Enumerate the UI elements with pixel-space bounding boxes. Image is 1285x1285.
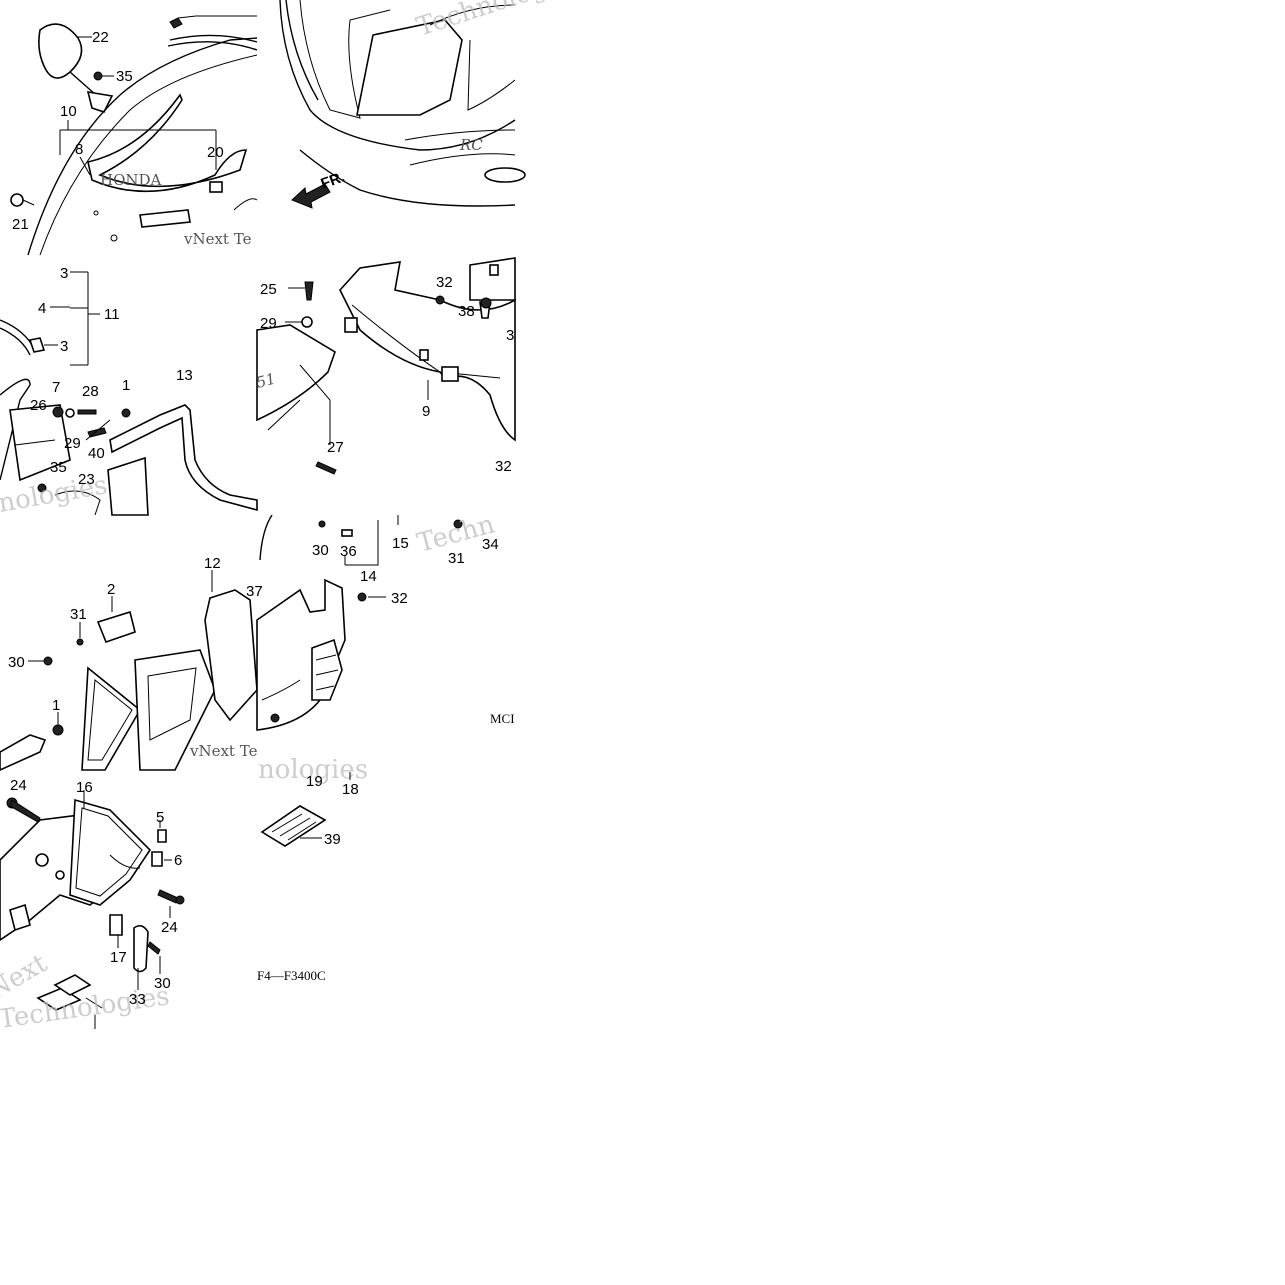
callout-20: 20	[207, 144, 224, 161]
panel-windscreen: HONDA 22 35 10 8 20 21 vNext Te	[10, 15, 258, 256]
fairing-stay	[109, 404, 258, 512]
caution-label	[260, 805, 327, 847]
callout-3a: 3	[60, 265, 68, 282]
callout-15: 15	[392, 535, 409, 552]
callout-29b: 29	[260, 315, 277, 332]
callout-12: 12	[204, 555, 221, 572]
callout-32c: 32	[391, 590, 408, 607]
callout-24b: 24	[161, 919, 178, 936]
mirror-housing	[38, 23, 83, 79]
panel-lower-cowl: 51 25 29 32 38 3 9 27 32	[254, 257, 516, 475]
callout-40: 40	[88, 445, 105, 462]
panel-air-ducts: vNext Te 2 12 31 30 1 37	[0, 555, 263, 771]
callout-30: 30	[312, 542, 329, 559]
windscreen	[27, 37, 258, 256]
callout-30b: 30	[8, 654, 25, 671]
panel-bracket: Next Technologies 24 16 5 6 24 17 30 33	[0, 777, 185, 1035]
panel-fairing-stay: nologies 3 4 11 3 7 28 1 13 26 29 40 35 …	[0, 265, 258, 519]
callout-11: 11	[104, 306, 120, 323]
callout-9: 9	[422, 403, 430, 420]
callout-35b: 35	[50, 459, 67, 476]
callout-3c: 3	[506, 327, 514, 344]
watermark-vnext-2: vNext Te	[189, 742, 258, 760]
callout-18: 18	[342, 781, 359, 798]
inner-duct	[204, 589, 258, 722]
front-arrow-label: FR.	[319, 169, 348, 193]
callout-29: 29	[64, 435, 81, 452]
callout-21: 21	[12, 216, 29, 233]
callout-17: 17	[110, 949, 127, 966]
callout-32b: 32	[495, 458, 512, 475]
callout-33: 33	[129, 991, 146, 1008]
callout-37: 37	[246, 583, 263, 600]
callout-24: 24	[10, 777, 27, 794]
watermark-technologies-1: Technologies	[413, 0, 586, 43]
callout-1: 1	[122, 377, 130, 394]
air-duct-grille	[81, 666, 142, 771]
callout-26: 26	[30, 397, 47, 414]
callout-25: 25	[260, 281, 277, 298]
panel-side-inner: Techn 30 36 15 31 34 14 32 MCI	[256, 509, 515, 731]
callout-8: 8	[75, 141, 83, 158]
callout-39: 39	[324, 831, 341, 848]
svg-text:RC: RC	[459, 136, 483, 154]
callout-10: 10	[60, 103, 77, 120]
callout-27: 27	[327, 439, 344, 456]
panel-front-cowl: RC FR. Technologies	[279, 0, 586, 209]
callout-30c: 30	[154, 975, 171, 992]
callout-28: 28	[82, 383, 99, 400]
callout-7: 7	[52, 379, 60, 396]
callout-14: 14	[360, 568, 377, 585]
callout-5: 5	[156, 809, 164, 826]
watermark-vnext-1: vNext Te	[183, 230, 252, 248]
callout-35: 35	[116, 68, 133, 85]
diagram-code: F4—F3400C	[257, 968, 326, 983]
panel-labels: nologies 19 18 39 F4—F3400C	[257, 755, 368, 983]
callout-22: 22	[92, 29, 109, 46]
callout-31: 31	[448, 550, 465, 567]
callout-32: 32	[436, 274, 453, 291]
svg-text:51: 51	[254, 370, 277, 392]
partial-code: MCI	[490, 711, 515, 726]
callout-13: 13	[176, 367, 193, 384]
front-arrow-icon	[291, 183, 331, 209]
callout-2: 2	[107, 581, 115, 598]
callout-19: 19	[306, 773, 323, 790]
callout-31b: 31	[70, 606, 87, 623]
callout-1b: 1	[52, 697, 60, 714]
mirror-stalk	[86, 91, 114, 113]
screen-garnish	[87, 93, 248, 193]
svg-text:HONDA: HONDA	[100, 171, 162, 189]
side-cowl	[256, 324, 336, 422]
callout-34: 34	[482, 536, 499, 553]
callout-36: 36	[340, 543, 357, 560]
callout-6: 6	[174, 852, 182, 869]
upper-cowl	[279, 0, 516, 151]
callout-16: 16	[76, 779, 93, 796]
callout-38: 38	[458, 303, 475, 320]
callout-3b: 3	[60, 338, 68, 355]
callout-4: 4	[38, 300, 46, 317]
callout-23: 23	[78, 471, 95, 488]
